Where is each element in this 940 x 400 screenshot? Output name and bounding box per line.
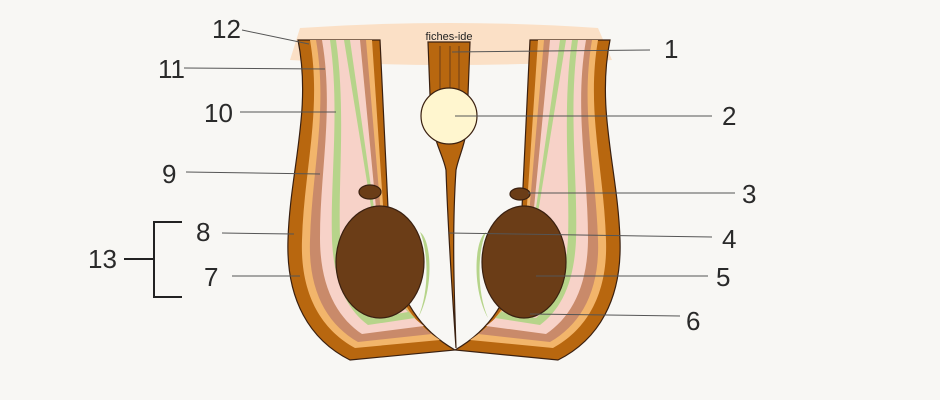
label-3: 3	[742, 179, 756, 209]
label-13: 13	[88, 244, 117, 274]
label-9: 9	[162, 159, 176, 189]
right-testis	[481, 205, 567, 319]
right-epididymis-tail	[476, 232, 488, 318]
left-epididymis-tail	[418, 232, 430, 318]
leader-line-6	[529, 313, 681, 317]
label-10: 10	[204, 98, 233, 128]
label-12: 12	[212, 14, 241, 44]
leader-line-8	[221, 232, 295, 235]
leader-line-9	[185, 171, 321, 175]
left-testis	[335, 205, 425, 319]
leader-line-11	[183, 67, 326, 70]
label-1: 1	[664, 34, 678, 64]
label-4: 4	[722, 224, 736, 254]
label-8: 8	[196, 217, 210, 247]
label-6: 6	[686, 306, 700, 336]
label-11: 11	[158, 54, 185, 84]
bracket-13	[124, 221, 182, 298]
label-7: 7	[204, 262, 218, 292]
left-scrotal-sac	[287, 39, 457, 361]
label-5: 5	[716, 262, 730, 292]
label-2: 2	[722, 101, 736, 131]
leader-line-1	[451, 49, 651, 53]
leader-line-12	[241, 29, 310, 45]
left-epididymis-head	[358, 184, 382, 200]
leader-line-4	[447, 232, 713, 238]
right-scrotal-sac	[453, 39, 621, 361]
right-epididymis-head	[509, 187, 531, 201]
watermark: fiches-ide	[425, 31, 472, 43]
